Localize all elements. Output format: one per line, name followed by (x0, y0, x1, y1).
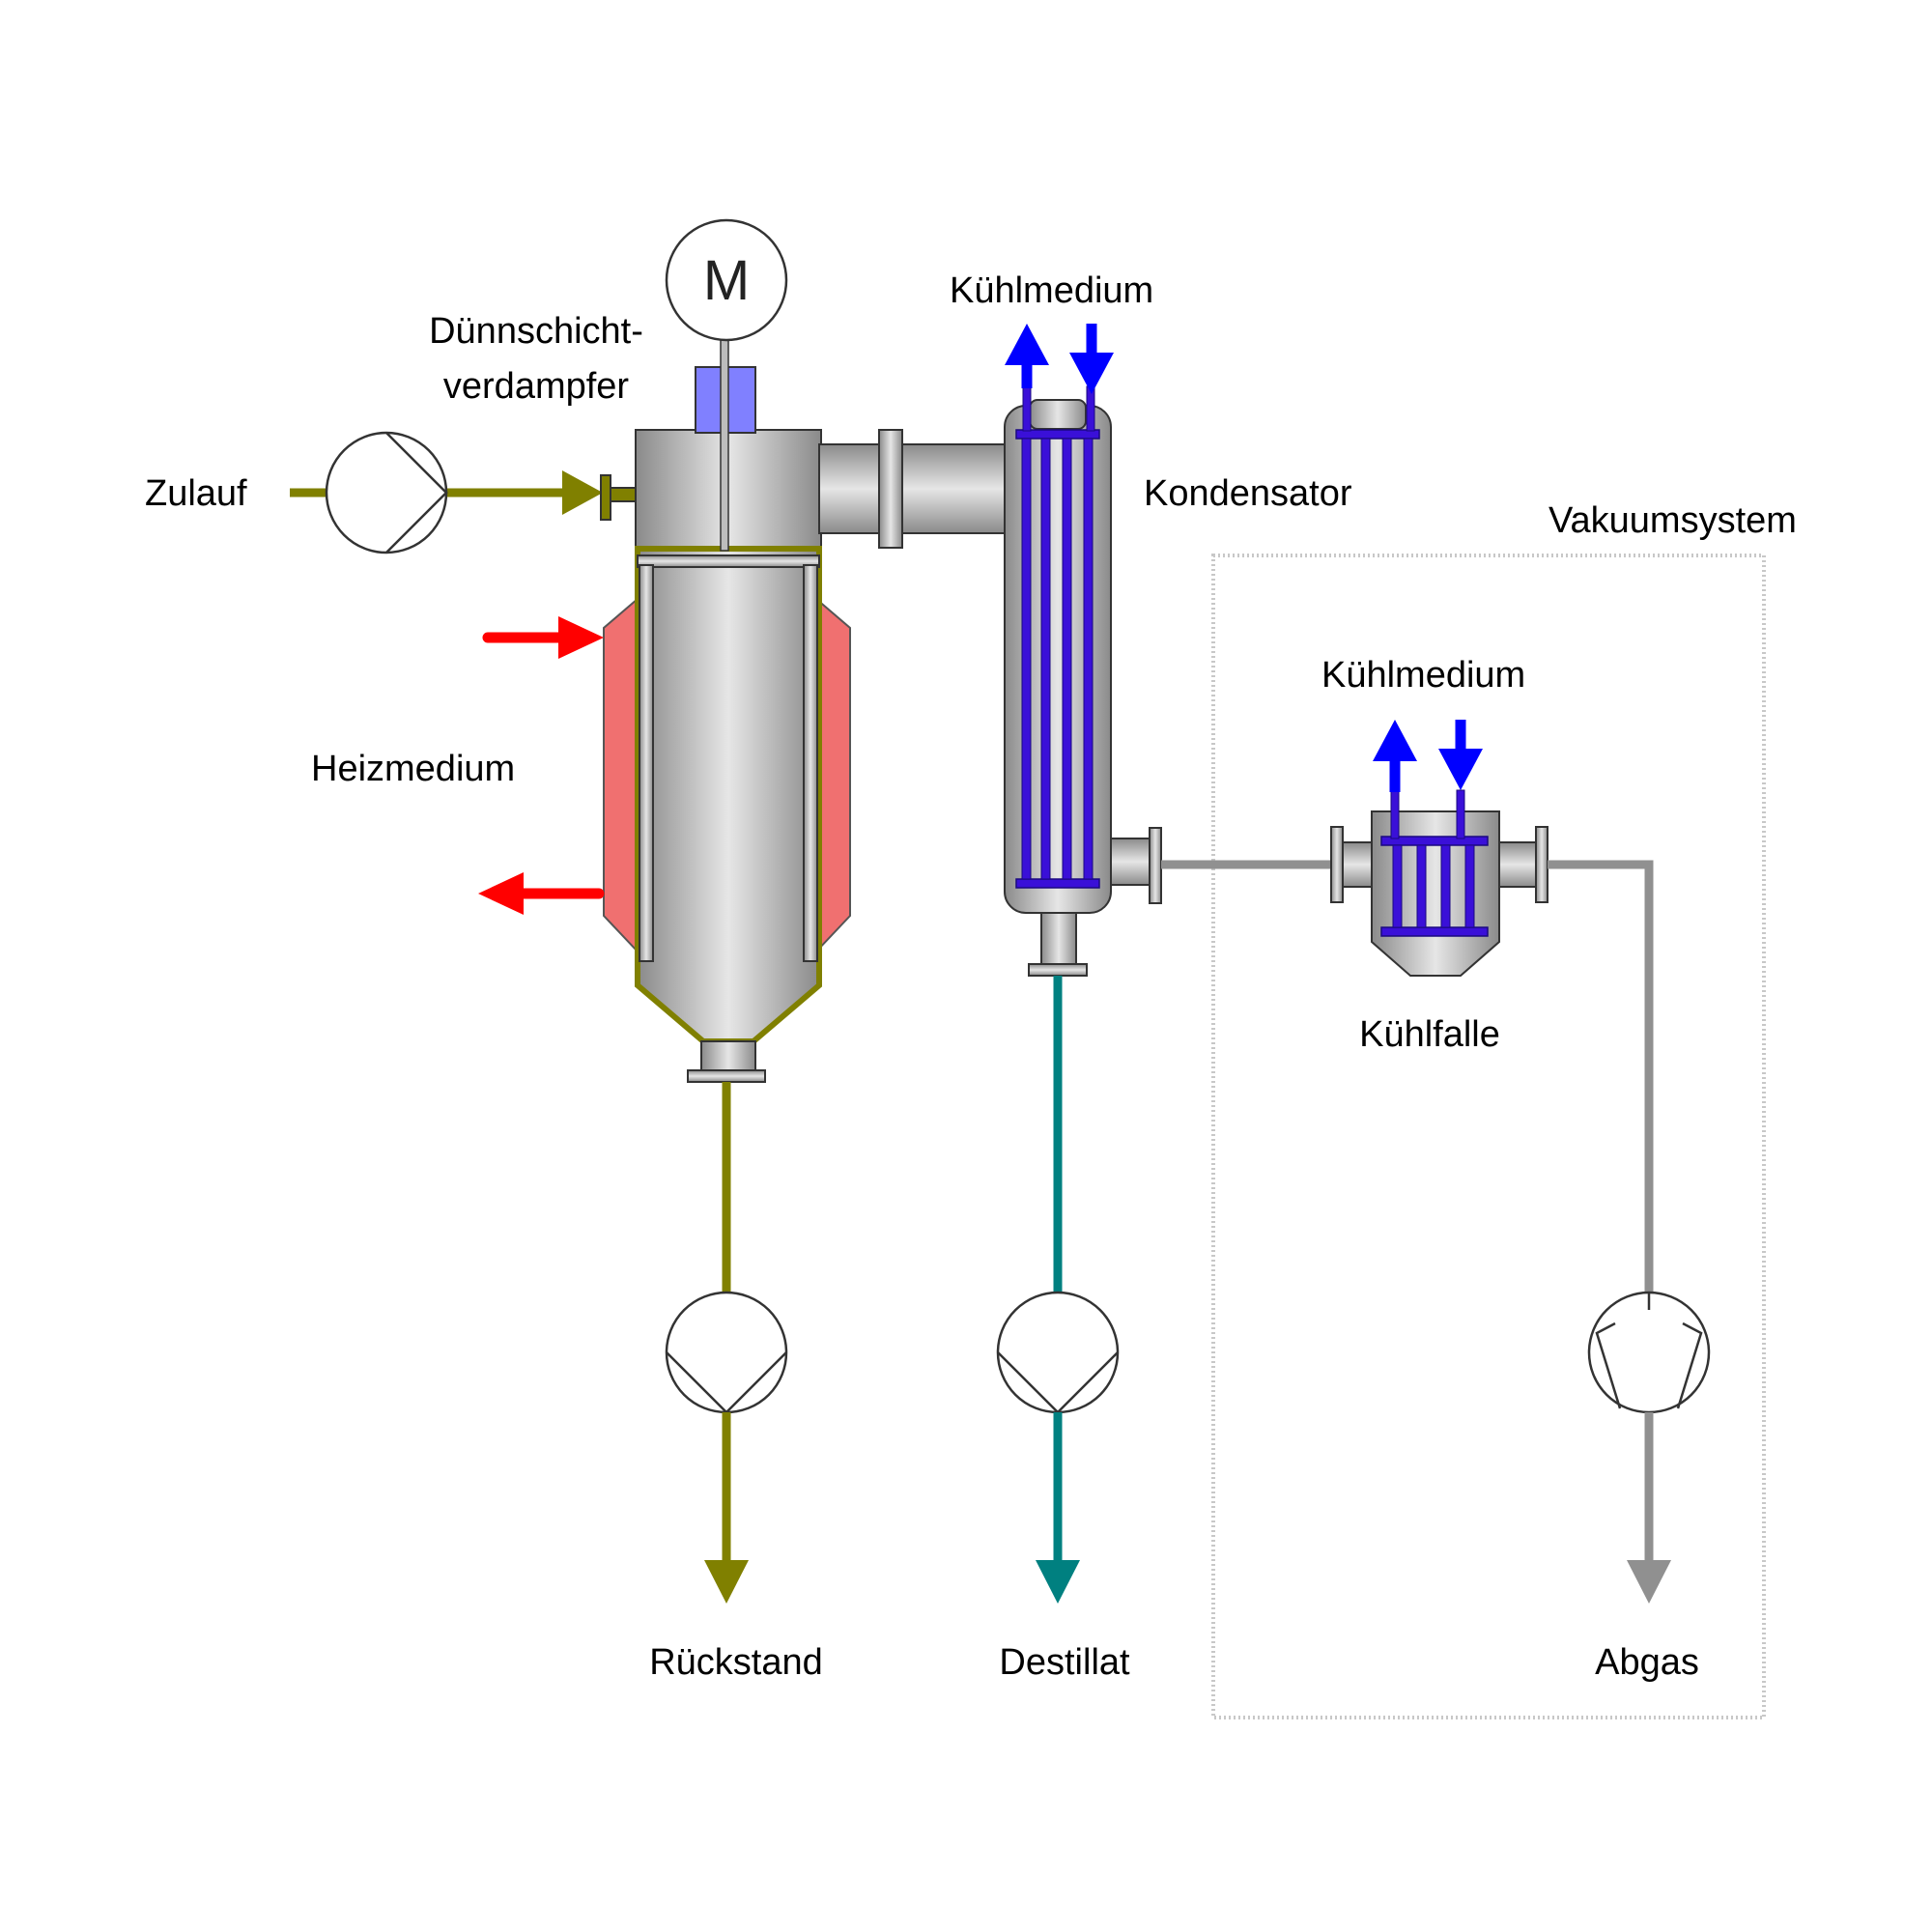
offgas-arrow (1627, 1412, 1671, 1604)
heating-medium-label: Heizmedium (311, 749, 515, 789)
heating-in-arrow (482, 616, 604, 659)
distillate-label: Destillat (999, 1642, 1130, 1683)
vacuum-system-boundary (1211, 554, 1766, 1719)
condenser-label: Kondensator (1144, 473, 1352, 514)
cold-trap (1330, 789, 1548, 977)
trap-coolant-out-arrow (1373, 720, 1417, 792)
feed-label: Zulauf (145, 473, 247, 514)
feed-pump-icon (325, 431, 448, 554)
vapor-duct (818, 429, 1009, 549)
residue-arrow (704, 1412, 749, 1604)
condenser-coolant-in-arrow (1069, 324, 1114, 394)
trap-cooling-medium-label: Kühlmedium (1321, 655, 1525, 696)
offgas-label: Abgas (1595, 1642, 1699, 1683)
rotor-wiper (637, 554, 820, 962)
motor-icon: M (665, 218, 788, 342)
feed-line (290, 470, 603, 515)
cold-trap-label: Kühlfalle (1359, 1014, 1500, 1055)
condenser-coolant-out-arrow (1005, 324, 1049, 388)
residue-label: Rückstand (649, 1642, 823, 1683)
residue-pump-icon (665, 1291, 788, 1414)
rotor-shaft (720, 323, 729, 552)
vacuum-line-trap-to-pump (1548, 860, 1654, 1294)
evaporator-body (637, 548, 820, 1042)
distillate-pump-icon (996, 1291, 1120, 1414)
vacuum-system-label: Vakuumsystem (1548, 500, 1797, 541)
condenser (1004, 385, 1162, 977)
distillate-arrow (1036, 1412, 1080, 1604)
motor-label: M (703, 249, 750, 312)
vacuum-pump-icon (1587, 1291, 1711, 1414)
evaporator-label-line1: Dünnschicht- (429, 311, 643, 352)
evaporator-label-line2: verdampfer (443, 366, 630, 407)
condenser-cooling-medium-label: Kühlmedium (950, 270, 1153, 311)
evaporator-bottom-flange (687, 1040, 766, 1083)
heating-out-arrow (478, 872, 605, 915)
trap-coolant-in-arrow (1438, 720, 1483, 790)
